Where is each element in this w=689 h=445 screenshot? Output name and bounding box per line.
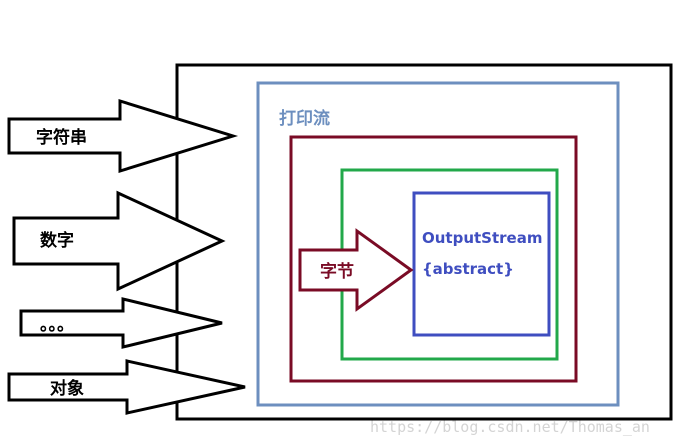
input-arrow-number [12, 190, 226, 292]
input-arrow-ellipsis [19, 297, 223, 349]
output-stream-sublabel: {abstract} [422, 260, 514, 278]
output-stream-label: OutputStream [422, 229, 542, 247]
input-label-ellipsis: 。。。 [40, 315, 74, 335]
input-label-string: 字符串 [36, 127, 87, 148]
input-arrow-object [7, 359, 246, 415]
inner-red-box [289, 135, 578, 383]
input-arrow-string [7, 98, 239, 174]
print-stream-box [256, 81, 620, 407]
watermark-text: https://blog.csdn.net/Thomas_an [370, 418, 650, 436]
byte-arrow-label: 字节 [320, 261, 354, 282]
input-label-object: 对象 [50, 378, 84, 399]
byte-arrow-shape [298, 228, 414, 312]
print-stream-label: 打印流 [279, 108, 330, 129]
output-stream-box [412, 191, 551, 337]
input-label-number: 数字 [40, 230, 74, 251]
